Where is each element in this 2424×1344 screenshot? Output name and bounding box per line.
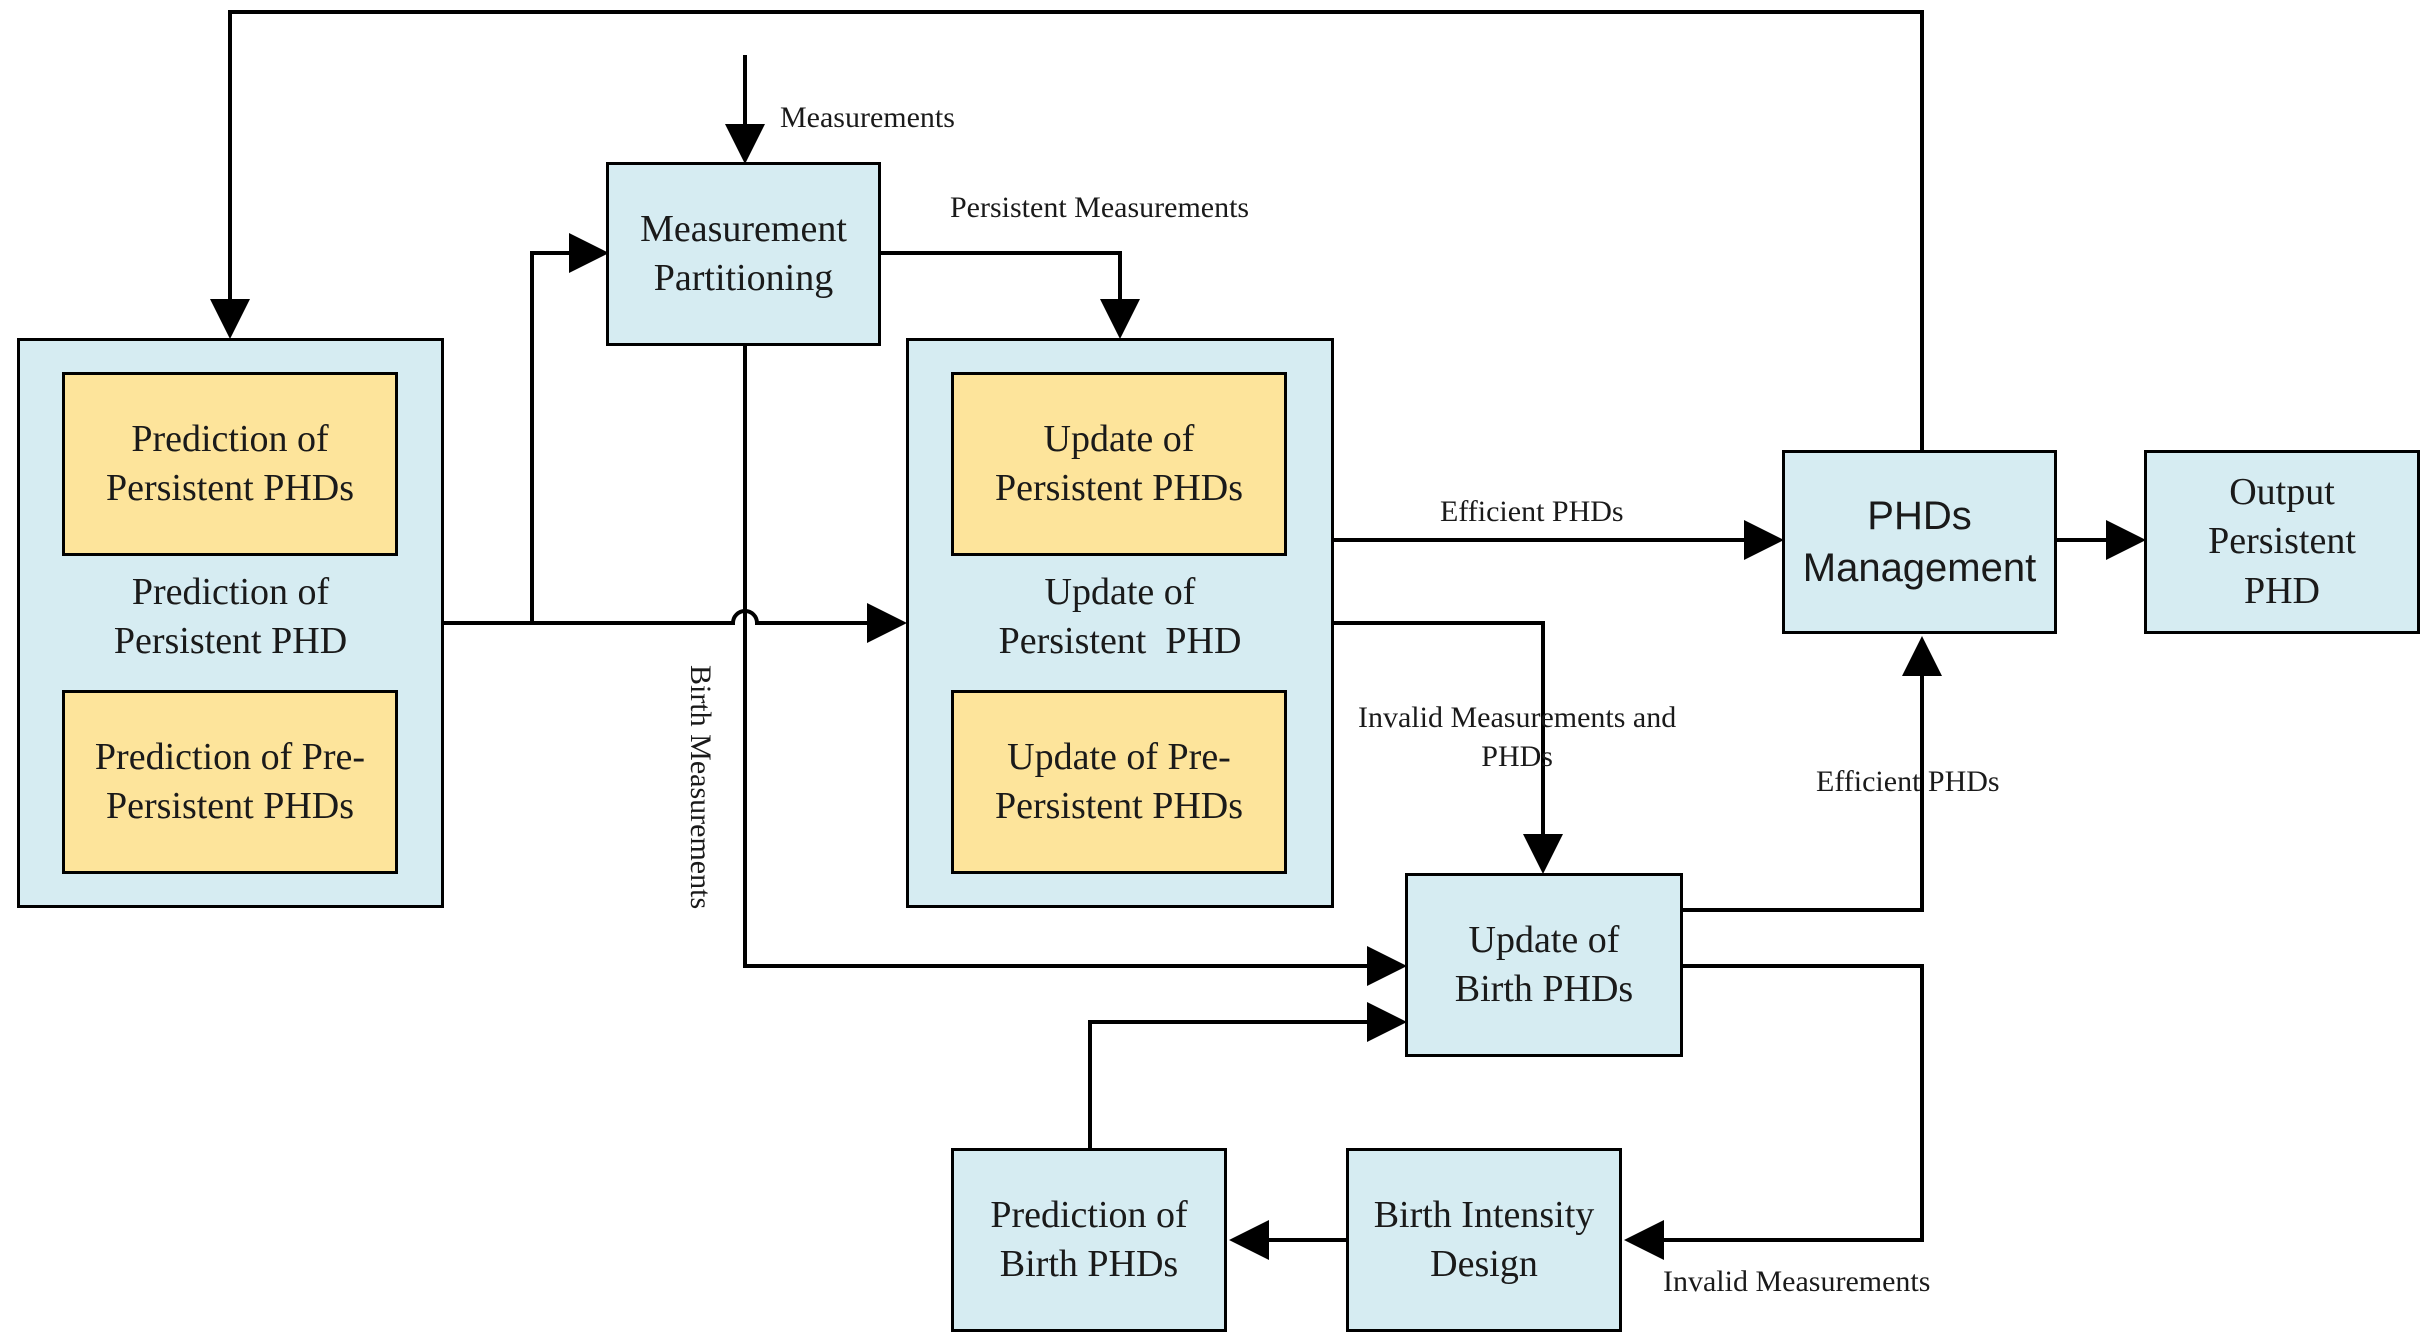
- label-birth-measurements: Birth Measurements: [684, 665, 717, 910]
- arrow-birth-to-management: [1683, 636, 1942, 912]
- box-text: Persistent PHDs: [994, 467, 1244, 509]
- arrow-feedback-loop: [210, 10, 1924, 450]
- box-text: Persistent PHDs: [105, 467, 355, 509]
- prediction-prepersistent-phds-box: Prediction of Pre- Persistent PHDs: [62, 690, 398, 874]
- box-text: Prediction of: [131, 417, 329, 460]
- group-label-text: Update of: [1044, 571, 1196, 613]
- label-measurements: Measurements: [780, 101, 955, 134]
- measurement-partitioning-box: Measurement Partitioning: [606, 162, 881, 346]
- box-text: Birth PHDs: [999, 1243, 1179, 1285]
- box-text: Management: [1802, 546, 2037, 590]
- box-text: PHDs: [1867, 494, 1972, 538]
- label-line: Invalid Measurements and: [1358, 701, 1677, 734]
- box-text: Persistent: [2208, 520, 2356, 563]
- label-efficient-phds-birth: Efficient PHDs: [1816, 765, 2000, 798]
- prediction-birth-phds-box: Prediction of Birth PHDs: [951, 1148, 1227, 1332]
- arrow-invalid-measurements: [1624, 964, 1924, 1260]
- box-text: Update of: [1468, 918, 1620, 961]
- group-label-text: Persistent PHD: [113, 620, 348, 663]
- box-text: Prediction of Pre-: [94, 735, 366, 778]
- box-text: Persistent PHDs: [994, 785, 1244, 827]
- phds-management-box: PHDs Management: [1782, 450, 2057, 634]
- label-line: PHDs: [1481, 740, 1553, 773]
- arrow-birth-prediction-to-update: [1088, 1002, 1407, 1148]
- label-invalid-meas-phds: Invalid Measurements and PHDs: [1358, 698, 1676, 776]
- birth-intensity-design-box: Birth Intensity Design: [1346, 1148, 1622, 1332]
- arrow-prediction-to-update: [443, 603, 907, 643]
- prediction-persistent-phds-box: Prediction of Persistent PHDs: [62, 372, 398, 556]
- update-prepersistent-phds-box: Update of Pre- Persistent PHDs: [951, 690, 1287, 874]
- arrow-prediction-to-partitioning: [530, 233, 609, 623]
- label-invalid-measurements: Invalid Measurements: [1663, 1265, 1931, 1298]
- group-label-text: Prediction of: [131, 571, 330, 613]
- box-text: Partitioning: [653, 257, 834, 299]
- arrow-persistent-measurements: [880, 251, 1140, 339]
- box-text: Update of Pre-: [1007, 735, 1231, 778]
- prediction-group-label: Prediction of Persistent PHD: [17, 568, 444, 667]
- group-label-text: Persistent PHD: [998, 620, 1242, 663]
- update-group-label: Update of Persistent PHD: [906, 568, 1334, 667]
- box-text: Prediction of: [990, 1193, 1188, 1236]
- box-text: Measurement: [640, 207, 847, 250]
- box-text: Birth Intensity: [1373, 1193, 1595, 1236]
- update-birth-phds-box: Update of Birth PHDs: [1405, 873, 1683, 1057]
- box-text: Birth PHDs: [1454, 968, 1634, 1010]
- label-persistent-measurements: Persistent Measurements: [950, 191, 1250, 224]
- box-text: Output: [2229, 470, 2335, 513]
- box-text: Design: [1430, 1243, 1538, 1285]
- output-persistent-phd-box: Output Persistent PHD: [2144, 450, 2420, 634]
- arrow-invalid-meas-phds: [1333, 621, 1563, 874]
- label-efficient-phds-top: Efficient PHDs: [1440, 495, 1624, 528]
- arrow-birth-measurements: [743, 345, 1407, 986]
- update-persistent-phds-box: Update of Persistent PHDs: [951, 372, 1287, 556]
- box-text: Update of: [1043, 417, 1195, 460]
- box-text: Persistent PHDs: [105, 785, 355, 827]
- box-text: PHD: [2243, 569, 2321, 612]
